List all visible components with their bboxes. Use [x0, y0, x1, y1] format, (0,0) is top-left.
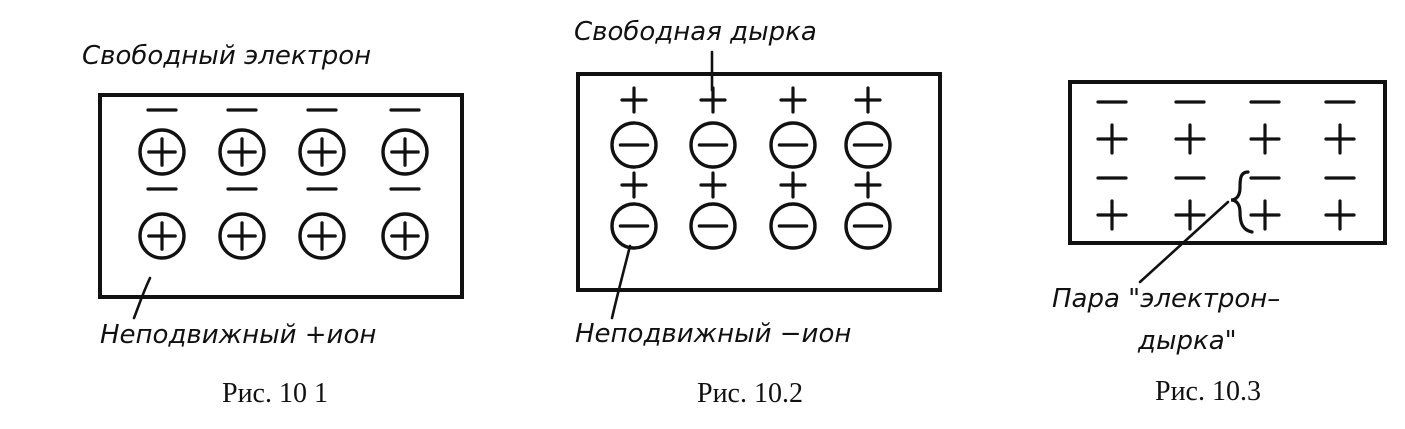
fig1-bottom-label: Неподвижный +ион [100, 320, 376, 350]
fig3-hole-r2-2-plus-sign [1249, 199, 1281, 231]
fig3-pair-leader [1138, 200, 1230, 284]
fig1-ion-top-1 [218, 128, 266, 176]
fig2-hole-bottom-3-plus-sign [854, 171, 882, 199]
fig2-ion-top-1-ring [689, 121, 737, 169]
fig2-hole-bottom-1-plus-sign [699, 171, 727, 199]
fig2-ion-top-3-ring [844, 121, 892, 169]
fig2-ion-bottom-1 [689, 202, 737, 250]
fig2-ion-top-0 [610, 121, 658, 169]
fig2-ion-bottom-0 [610, 202, 658, 250]
fig1-ion-bottom-1-plus-sign [227, 221, 257, 251]
figure-10-3: Пара "электрон– дырка" Рис. 10.3 [1052, 80, 1387, 407]
fig1-caption: Рис. 10 1 [222, 378, 328, 409]
fig1-ion-bottom-2 [298, 212, 346, 260]
fig2-ion-bottom-2 [769, 202, 817, 250]
fig2-hole-top-1-plus-sign [699, 86, 727, 114]
fig3-caption: Рис. 10.3 [1155, 376, 1261, 407]
fig1-ion-top-0 [138, 128, 186, 176]
fig3-pair-brace [1230, 170, 1254, 234]
fig1-ion-top-1-ring [218, 128, 266, 176]
fig1-ion-bottom-1-ring [218, 212, 266, 260]
fig1-ion-bottom-3-plus-sign [390, 221, 420, 251]
fig3-hole-r1-2-plus-sign [1249, 123, 1281, 155]
fig1-ion-top-3-ring [381, 128, 429, 176]
fig3-pairs [1096, 100, 1356, 231]
fig2-ion-bottom-3 [844, 202, 892, 250]
fig3-crystal-box [1068, 80, 1387, 245]
fig2-top-label: Свободная дырка [574, 17, 817, 47]
fig1-ion-bottom-2-ring [298, 212, 346, 260]
fig2-ions [610, 86, 892, 250]
fig3-hole-r1-1-plus-sign [1174, 123, 1206, 155]
fig2-ion-leader [610, 244, 632, 320]
figure-10-1: Свободный электрон Неподвижный +ион Рис.… [82, 41, 464, 409]
fig2-hole-bottom-2-plus-sign [779, 171, 807, 199]
fig2-ion-top-2-ring [769, 121, 817, 169]
fig1-ion-top-3-plus-sign [390, 137, 420, 167]
fig1-ion-top-3 [381, 128, 429, 176]
fig1-crystal-box [98, 93, 464, 299]
fig3-hole-r2-3-plus-sign [1324, 199, 1356, 231]
fig1-ion-bottom-3-ring [381, 212, 429, 260]
fig1-ion-top-2-plus-sign [307, 137, 337, 167]
fig1-ion-top-2-ring [298, 128, 346, 176]
fig2-ion-top-1 [689, 121, 737, 169]
fig1-ion-bottom-2-plus-sign [307, 221, 337, 251]
fig1-ion-bottom-0-ring [138, 212, 186, 260]
fig1-ion-leader [132, 276, 152, 320]
fig2-ion-top-0-ring [610, 121, 658, 169]
fig1-ion-bottom-3 [381, 212, 429, 260]
fig2-ion-bottom-1-ring [689, 202, 737, 250]
fig1-ion-top-2 [298, 128, 346, 176]
fig3-hole-r1-3-plus-sign [1324, 123, 1356, 155]
fig2-ion-top-2 [769, 121, 817, 169]
figure-10-2: Свободная дырка Неподвижный −ион Рис. 10… [574, 17, 942, 409]
fig1-ion-bottom-0 [138, 212, 186, 260]
fig2-ion-top-3 [844, 121, 892, 169]
fig2-ion-bottom-3-ring [844, 202, 892, 250]
fig2-hole-bottom-0-plus-sign [620, 171, 648, 199]
fig1-ion-top-0-ring [138, 128, 186, 176]
fig3-bottom-label-line1: Пара "электрон– [1052, 284, 1280, 314]
fig3-hole-r1-0-plus-sign [1096, 123, 1128, 155]
fig2-ion-bottom-0-ring [610, 202, 658, 250]
fig3-hole-r2-1-plus-sign [1174, 199, 1206, 231]
fig1-ion-bottom-0-plus-sign [147, 221, 177, 251]
fig1-ion-bottom-1 [218, 212, 266, 260]
fig1-ion-top-1-plus-sign [227, 137, 257, 167]
fig1-ions [138, 108, 429, 260]
fig2-crystal-box [576, 72, 942, 292]
fig2-hole-top-2-plus-sign [779, 86, 807, 114]
fig2-hole-top-0-plus-sign [620, 86, 648, 114]
fig2-ion-bottom-2-ring [769, 202, 817, 250]
fig2-caption: Рис. 10.2 [697, 378, 803, 409]
fig2-bottom-label: Неподвижный −ион [575, 319, 851, 349]
fig3-bottom-label-line2: дырка" [1137, 326, 1237, 356]
fig3-hole-r2-0-plus-sign [1096, 199, 1128, 231]
fig1-ion-top-0-plus-sign [147, 137, 177, 167]
fig2-hole-top-3-plus-sign [854, 86, 882, 114]
fig1-top-label: Свободный электрон [82, 41, 371, 71]
